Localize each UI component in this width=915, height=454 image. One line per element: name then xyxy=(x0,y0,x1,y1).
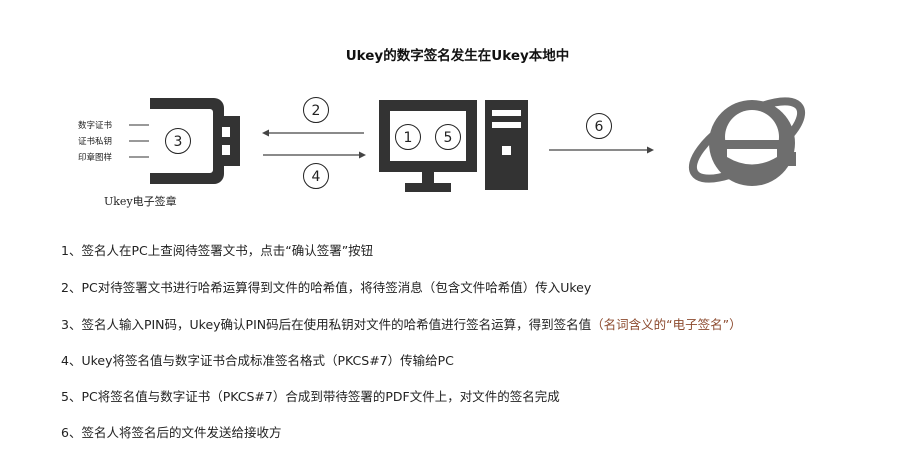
arrow-pc-to-ukey: 2 xyxy=(262,97,364,137)
ukey-content-label-1: 数字证书 xyxy=(78,121,113,131)
ukey-content-label-2: 证书私钥 xyxy=(78,137,113,147)
ukey-icon: 3 xyxy=(129,98,240,184)
arrow-pc-to-receiver: 6 xyxy=(549,113,654,154)
step-1: 1、签名人在PC上查阅待签署文书，点击“确认签署”按钮 xyxy=(61,240,373,259)
pc-step-marker-1: 1 xyxy=(404,130,413,146)
step-5: 5、PC将签名值与数字证书（PKCS#7）合成到带待签署的PDF文件上，对文件的… xyxy=(61,386,560,405)
step-4: 4、Ukey将签名值与数字证书合成标准签名格式（PKCS#7）传输给PC xyxy=(61,350,454,369)
step-6: 6、签名人将签名后的文件发送给接收方 xyxy=(61,422,281,441)
arrow-ukey-to-pc: 4 xyxy=(263,151,366,189)
step-6-text: 6、签名人将签名后的文件发送给接收方 xyxy=(61,425,282,440)
arrow-step-4: 4 xyxy=(312,169,321,185)
pc-monitor-icon: 1 5 xyxy=(379,100,477,192)
pc-tower-icon xyxy=(485,100,528,190)
step-3: 3、签名人输入PIN码，Ukey确认PIN码后在使用私钥对文件的哈希值进行签名运… xyxy=(61,314,742,333)
arrow-step-6: 6 xyxy=(595,119,604,135)
ie-browser-icon xyxy=(688,97,806,186)
ukey-step-marker: 3 xyxy=(174,134,183,150)
arrow-step-2: 2 xyxy=(312,103,321,119)
page-title: Ukey的数字签名发生在Ukey本地中 xyxy=(345,48,570,64)
step-2-text: 2、PC对待签署文书进行哈希运算得到文件的哈希值，将待签消息（包含文件哈希值）传… xyxy=(61,280,592,295)
step-3-text: 3、签名人输入PIN码，Ukey确认PIN码后在使用私钥对文件的哈希值进行签名运… xyxy=(61,317,592,332)
step-4-text: 4、Ukey将签名值与数字证书合成标准签名格式（PKCS#7）传输给PC xyxy=(61,353,454,368)
ukey-caption: Ukey电子签章 xyxy=(104,195,177,208)
step-5-text: 5、PC将签名值与数字证书（PKCS#7）合成到带待签署的PDF文件上，对文件的… xyxy=(61,389,560,404)
step-1-text: 1、签名人在PC上查阅待签署文书，点击“确认签署”按钮 xyxy=(61,243,374,258)
ukey-content-label-3: 印章图样 xyxy=(78,153,113,163)
pc-step-marker-5: 5 xyxy=(444,130,453,146)
step-3-note: （名词含义的“电子签名”） xyxy=(591,317,742,332)
step-2: 2、PC对待签署文书进行哈希运算得到文件的哈希值，将待签消息（包含文件哈希值）传… xyxy=(61,277,591,296)
